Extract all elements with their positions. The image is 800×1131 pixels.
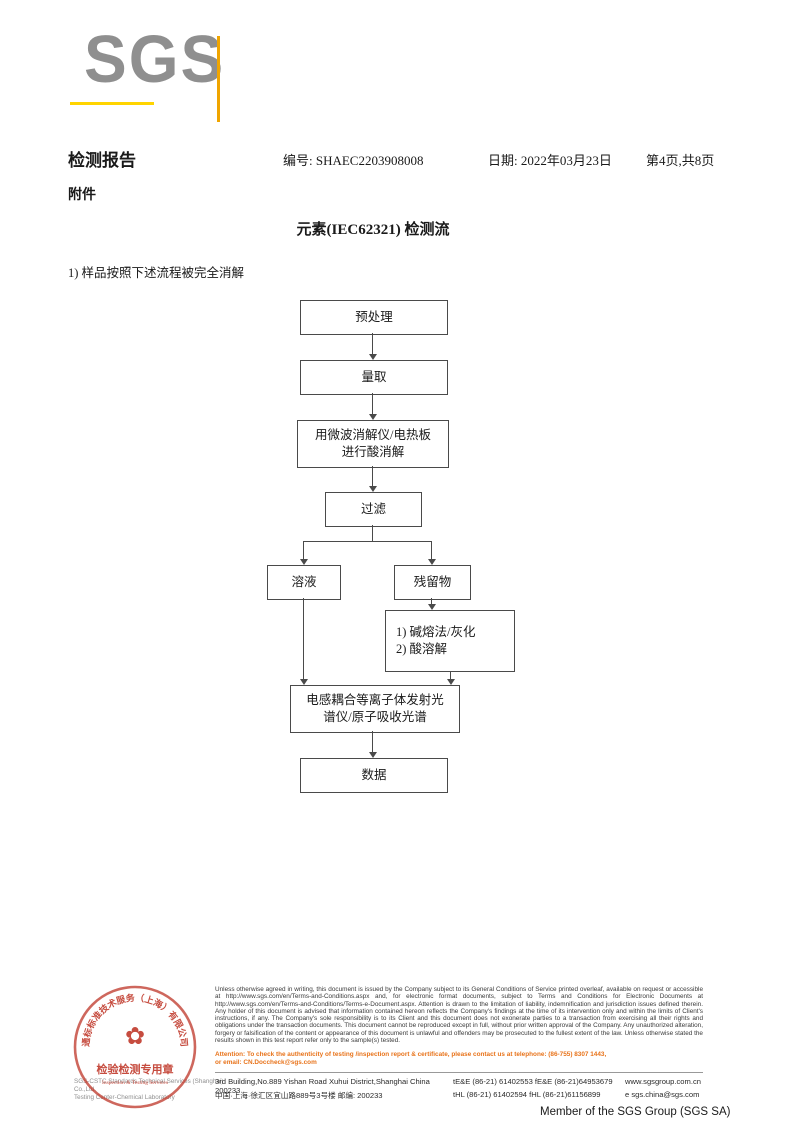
logo-yellow-bar bbox=[70, 102, 154, 105]
arrow-down-icon bbox=[428, 604, 436, 610]
connector-line bbox=[372, 466, 373, 486]
report-title: 检测报告 bbox=[68, 151, 136, 170]
phone-fax-cn: tHL (86-21) 61402594 fHL (86-21)61156899 bbox=[453, 1090, 601, 1099]
flow-node-filter: 过滤 bbox=[325, 492, 422, 527]
attachment-label: 附件 bbox=[68, 188, 96, 203]
report-date: 日期: 2022年03月23日 bbox=[488, 153, 612, 168]
arrow-down-icon bbox=[369, 414, 377, 420]
footer-company-line1: SGS-CSTC Standards Technical Services (S… bbox=[74, 1078, 224, 1094]
stamp-title: 检验检测专用章 bbox=[97, 1062, 174, 1076]
arrow-down-icon bbox=[369, 486, 377, 492]
footer-address-row-cn: 中国·上海·徐汇区宜山路889号3号楼 邮编: 200233 tHL (86-2… bbox=[215, 1090, 705, 1101]
arrow-down-icon bbox=[447, 679, 455, 685]
flow-node-measure: 量取 bbox=[300, 360, 448, 395]
connector-line bbox=[303, 541, 304, 559]
flow-node-acid-digestion: 用微波消解仪/电热板 进行酸消解 bbox=[297, 420, 449, 468]
stamp-subtitle: Inspection & Testing Services bbox=[102, 1080, 168, 1086]
flow-node-solution: 溶液 bbox=[267, 565, 341, 600]
connector-line bbox=[372, 333, 373, 354]
connector-line bbox=[372, 731, 373, 752]
footer-address-row-en: 3rd Building,No.889 Yishan Road Xuhui Di… bbox=[215, 1077, 705, 1095]
flow-node-alkali-fusion: 1) 碱熔法/灰化 2) 酸溶解 bbox=[385, 610, 515, 672]
sgs-logo-text: SGS bbox=[84, 21, 226, 97]
connector-line bbox=[431, 541, 432, 559]
logo-orange-bar bbox=[217, 36, 220, 122]
footer-divider bbox=[215, 1072, 703, 1073]
flow-node-residue: 残留物 bbox=[394, 565, 471, 600]
phone-fax-en: tE&E (86-21) 61402553 fE&E (86-21)649536… bbox=[453, 1077, 613, 1086]
flow-node-icp: 电感耦合等离子体发射光 谱仪/原子吸收光谱 bbox=[290, 685, 460, 733]
sgs-member-line: Member of the SGS Group (SGS SA) bbox=[540, 1106, 731, 1118]
footer-company-line2: Testing Center-Chemical Laboratory bbox=[74, 1094, 175, 1101]
address-cn: 中国·上海·徐汇区宜山路889号3号楼 邮编: 200233 bbox=[215, 1091, 383, 1100]
connector-line bbox=[303, 541, 432, 542]
connector-line bbox=[372, 525, 373, 542]
arrow-down-icon bbox=[369, 752, 377, 758]
address-en: 3rd Building,No.889 Yishan Road Xuhui Di… bbox=[215, 1077, 430, 1095]
connector-line bbox=[372, 393, 373, 414]
arrow-down-icon bbox=[300, 559, 308, 565]
email-link: e sgs.china@sgs.com bbox=[625, 1090, 700, 1099]
flow-node-data: 数据 bbox=[300, 758, 448, 793]
connector-line bbox=[431, 598, 432, 604]
report-number: 编号: SHAEC2203908008 bbox=[283, 153, 424, 168]
footer-attention-line1: Attention: To check the authenticity of … bbox=[215, 1051, 607, 1058]
stamp-graphic: 通标标准技术服务（上海）有限公司 ✿ 检验检测专用章 Inspection & … bbox=[73, 985, 197, 1109]
inspection-stamp: 通标标准技术服务（上海）有限公司 ✿ 检验检测专用章 Inspection & … bbox=[72, 984, 198, 1110]
arrow-down-icon bbox=[300, 679, 308, 685]
stamp-flower-icon: ✿ bbox=[125, 1024, 145, 1050]
page-indicator: 第4页,共8页 bbox=[646, 153, 715, 168]
section-title: 元素(IEC62321) 检测流 bbox=[296, 222, 450, 238]
connector-line bbox=[450, 672, 451, 679]
flow-node-pretreatment: 预处理 bbox=[300, 300, 448, 335]
footer-legal-text: Unless otherwise agreed in writing, this… bbox=[215, 986, 703, 1045]
arrow-down-icon bbox=[369, 354, 377, 360]
connector-line bbox=[303, 598, 304, 679]
footer-attention-line2: or email: CN.Doccheck@sgs.com bbox=[215, 1059, 317, 1066]
website-link: www.sgsgroup.com.cn bbox=[625, 1077, 701, 1086]
intro-text: 1) 样品按照下述流程被完全消解 bbox=[68, 266, 245, 280]
arrow-down-icon bbox=[428, 559, 436, 565]
